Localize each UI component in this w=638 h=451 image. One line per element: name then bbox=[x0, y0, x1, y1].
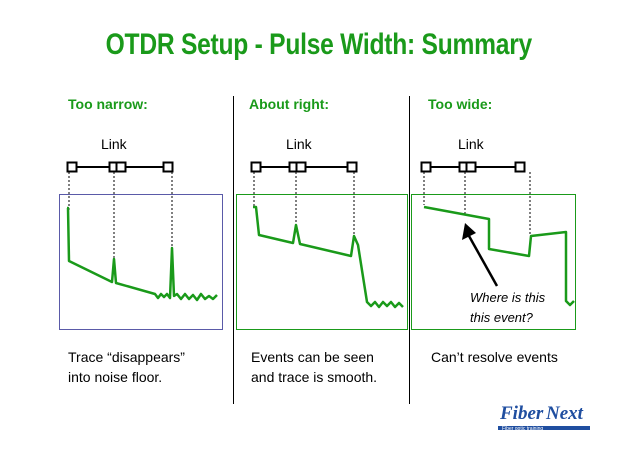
connector-icon bbox=[162, 161, 174, 173]
logo-tagline: Fiber optic training bbox=[502, 426, 544, 432]
annotation-where-is-this: Where is this this event? bbox=[470, 288, 545, 328]
panel-about-right bbox=[236, 161, 408, 330]
annotation-line-1: Where is this bbox=[470, 290, 546, 305]
panel-too-wide bbox=[411, 161, 576, 330]
link-schematic-about-right bbox=[250, 161, 358, 173]
trace-frame-too-narrow bbox=[59, 194, 223, 330]
otdr-trace-too-wide bbox=[423, 205, 575, 307]
event-guide-lines bbox=[423, 172, 531, 235]
trace-frame-too-wide bbox=[411, 194, 576, 330]
logo: Fiber Next Fiber optic training bbox=[498, 403, 590, 433]
connector-icon bbox=[346, 161, 358, 173]
caption-too-narrow: Trace “disappears” into noise floor. bbox=[68, 347, 185, 387]
link-label-too-wide: Link bbox=[458, 136, 484, 152]
connector-icon bbox=[66, 161, 78, 173]
arrow-icon bbox=[462, 223, 499, 287]
otdr-trace-about-right bbox=[253, 205, 404, 309]
logo-text-next: Next bbox=[546, 403, 583, 424]
trace-frame-about-right bbox=[236, 194, 408, 330]
caption-too-wide: Can’t resolve events bbox=[431, 347, 558, 367]
connector-icon bbox=[115, 161, 127, 173]
page-title: OTDR Setup - Pulse Width: Summary bbox=[105, 28, 533, 61]
panel-heading-about-right: About right: bbox=[249, 96, 330, 112]
panel-heading-too-wide: Too wide: bbox=[428, 96, 493, 112]
connector-icon bbox=[420, 161, 432, 173]
annotation-line-2: this event? bbox=[470, 310, 533, 325]
connector-icon bbox=[465, 161, 477, 173]
caption-line-2: and trace is smooth. bbox=[251, 369, 378, 385]
connector-icon bbox=[514, 161, 526, 173]
column-divider-left bbox=[233, 96, 234, 404]
column-divider-right bbox=[409, 96, 410, 404]
caption-line-1: Can’t resolve events bbox=[431, 349, 558, 365]
panel-heading-too-narrow: Too narrow: bbox=[68, 96, 148, 112]
link-label-about-right: Link bbox=[286, 136, 312, 152]
connector-icon bbox=[295, 161, 307, 173]
otdr-trace-too-narrow bbox=[66, 206, 218, 302]
caption-line-1: Trace “disappears” bbox=[68, 349, 185, 365]
link-schematic-too-wide bbox=[420, 161, 526, 173]
link-schematic-too-narrow bbox=[66, 161, 174, 173]
caption-about-right: Events can be seen and trace is smooth. bbox=[251, 347, 377, 387]
fibernext-logo bbox=[498, 426, 590, 430]
link-label-too-narrow: Link bbox=[101, 136, 127, 152]
event-guide-lines bbox=[68, 172, 173, 260]
connector-icon bbox=[250, 161, 262, 173]
logo-text-fiber: Fiber bbox=[500, 403, 544, 424]
caption-line-1: Events can be seen bbox=[251, 349, 374, 365]
panel-too-narrow bbox=[59, 161, 223, 330]
caption-line-2: into noise floor. bbox=[68, 369, 163, 385]
event-guide-lines bbox=[253, 172, 355, 238]
